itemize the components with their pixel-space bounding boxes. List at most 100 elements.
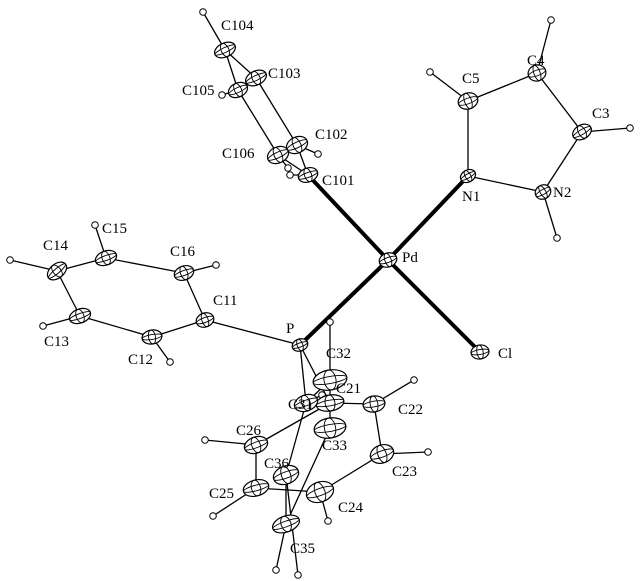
thermal-ellipsoid: [68, 307, 92, 325]
ellipsoid-axis: [291, 137, 303, 153]
ellipsoid-axis: [179, 265, 189, 281]
atom-c32: [312, 369, 348, 391]
ellipsoid-axis: [376, 444, 388, 464]
ellipsoid-axis: [313, 423, 347, 433]
ellipsoid-axis: [272, 147, 284, 163]
bond-n1-n2: [467, 175, 544, 193]
ellipsoid-axis: [47, 263, 67, 279]
ellipsoid-axis: [532, 64, 542, 82]
atom-label-c21: C21: [336, 381, 361, 397]
atom-c16: [173, 264, 195, 282]
atom-c12: [141, 329, 163, 345]
atom-label-c12: C12: [128, 352, 153, 368]
ellipsoid-axis: [528, 68, 546, 78]
hydrogen-atom: [547, 16, 555, 24]
bond-pd-n1: [386, 174, 470, 262]
thermal-ellipsoid: [46, 261, 68, 281]
ellipsoid-axis: [300, 394, 312, 412]
ellipsoid-axis: [267, 149, 289, 161]
atom-label-c13: C13: [44, 334, 69, 350]
bond-c13-c14: [56, 270, 81, 317]
h-bond-n2: [542, 191, 558, 239]
bond-pd-c101: [306, 173, 390, 262]
ellipsoid-axis: [313, 482, 327, 502]
ellipsoid-axis: [214, 44, 236, 56]
hydrogen-atom: [553, 234, 561, 242]
hydrogen-atom: [218, 91, 226, 99]
hydrogen-atom: [166, 358, 174, 366]
hydrogen-atom: [272, 566, 280, 574]
ellipsoid-axis: [323, 417, 337, 439]
atom-label-cl: Cl: [498, 346, 512, 362]
h-bond-c4: [536, 19, 552, 74]
hydrogen-atom: [314, 150, 322, 158]
hydrogen-atom: [410, 376, 418, 384]
atom-label-c26: C26: [236, 423, 262, 439]
atom-label-c106: C106: [222, 146, 255, 162]
ellipsoid-axis: [538, 185, 548, 199]
ellipsoid-axis: [196, 315, 214, 325]
atom-c26: [243, 435, 269, 455]
ellipsoid-axis: [244, 439, 268, 451]
ellipsoid-axis: [323, 369, 337, 391]
atom-label-c16: C16: [170, 244, 196, 260]
ellipsoid-axis: [273, 469, 299, 481]
ellipsoid-axis: [200, 312, 210, 328]
ellipsoid-axis: [476, 344, 484, 360]
atom-label-c103: C103: [268, 66, 301, 82]
ellipsoid-axis: [370, 448, 394, 460]
ellipsoid-axis: [75, 308, 85, 324]
atom-label-pd: Pd: [402, 250, 418, 266]
atom-c4: [527, 64, 547, 82]
ellipsoid-axis: [294, 397, 318, 409]
atom-label-c3: C3: [592, 106, 610, 122]
atom-c14: [46, 261, 68, 281]
atom-c103: [245, 69, 267, 87]
hydrogen-atom: [209, 512, 217, 520]
atom-label-c15: C15: [102, 221, 127, 237]
atom-c104: [214, 41, 236, 59]
thermal-ellipsoid: [195, 312, 215, 328]
ellipsoid-axis: [324, 394, 336, 412]
bond-pd-p: [298, 258, 390, 347]
hydrogen-atom: [286, 171, 294, 179]
bonds-layer: [56, 49, 583, 525]
atoms-layer: [46, 41, 592, 534]
ellipsoid-axis: [576, 125, 588, 139]
ellipsoid-axis: [51, 264, 63, 278]
ellipsoid-axis: [272, 518, 300, 530]
atom-c106: [266, 145, 290, 165]
atom-label-c25: C25: [209, 486, 234, 502]
bond-c3-c4: [536, 72, 583, 133]
bond-n2-c3: [542, 131, 583, 193]
ellipsoid-axis: [250, 71, 262, 85]
ellipsoid-axis: [280, 465, 292, 485]
ellipsoid-axis: [572, 126, 592, 138]
hydrogens-layer: [6, 8, 634, 579]
atom-c24: [305, 480, 335, 504]
atom-c33: [313, 417, 347, 439]
bond-c31-c36: [285, 402, 307, 476]
ellipsoid-axis: [69, 311, 91, 321]
ellipsoid-axis: [228, 84, 248, 96]
bond-c4-c5: [467, 72, 538, 102]
atom-label-c32: C32: [326, 346, 351, 362]
ellipsoid-axis: [383, 252, 393, 268]
atom-c35: [271, 514, 301, 534]
atom-c22: [362, 395, 386, 413]
atom-label-c11: C11: [213, 293, 237, 309]
atom-c13: [68, 307, 92, 325]
atom-p: [291, 338, 309, 352]
bond-c15-c16: [105, 257, 185, 274]
bond-c16-c11: [183, 272, 206, 321]
hydrogen-atom: [324, 517, 332, 525]
ellipsoid-axis: [242, 483, 270, 493]
thermal-ellipsoid: [369, 443, 395, 465]
ellipsoid-axis: [379, 255, 397, 265]
ellipsoid-axis: [296, 338, 304, 352]
atom-c31: [293, 393, 319, 413]
ellipsoid-axis: [280, 515, 292, 533]
atom-c25: [242, 478, 270, 498]
